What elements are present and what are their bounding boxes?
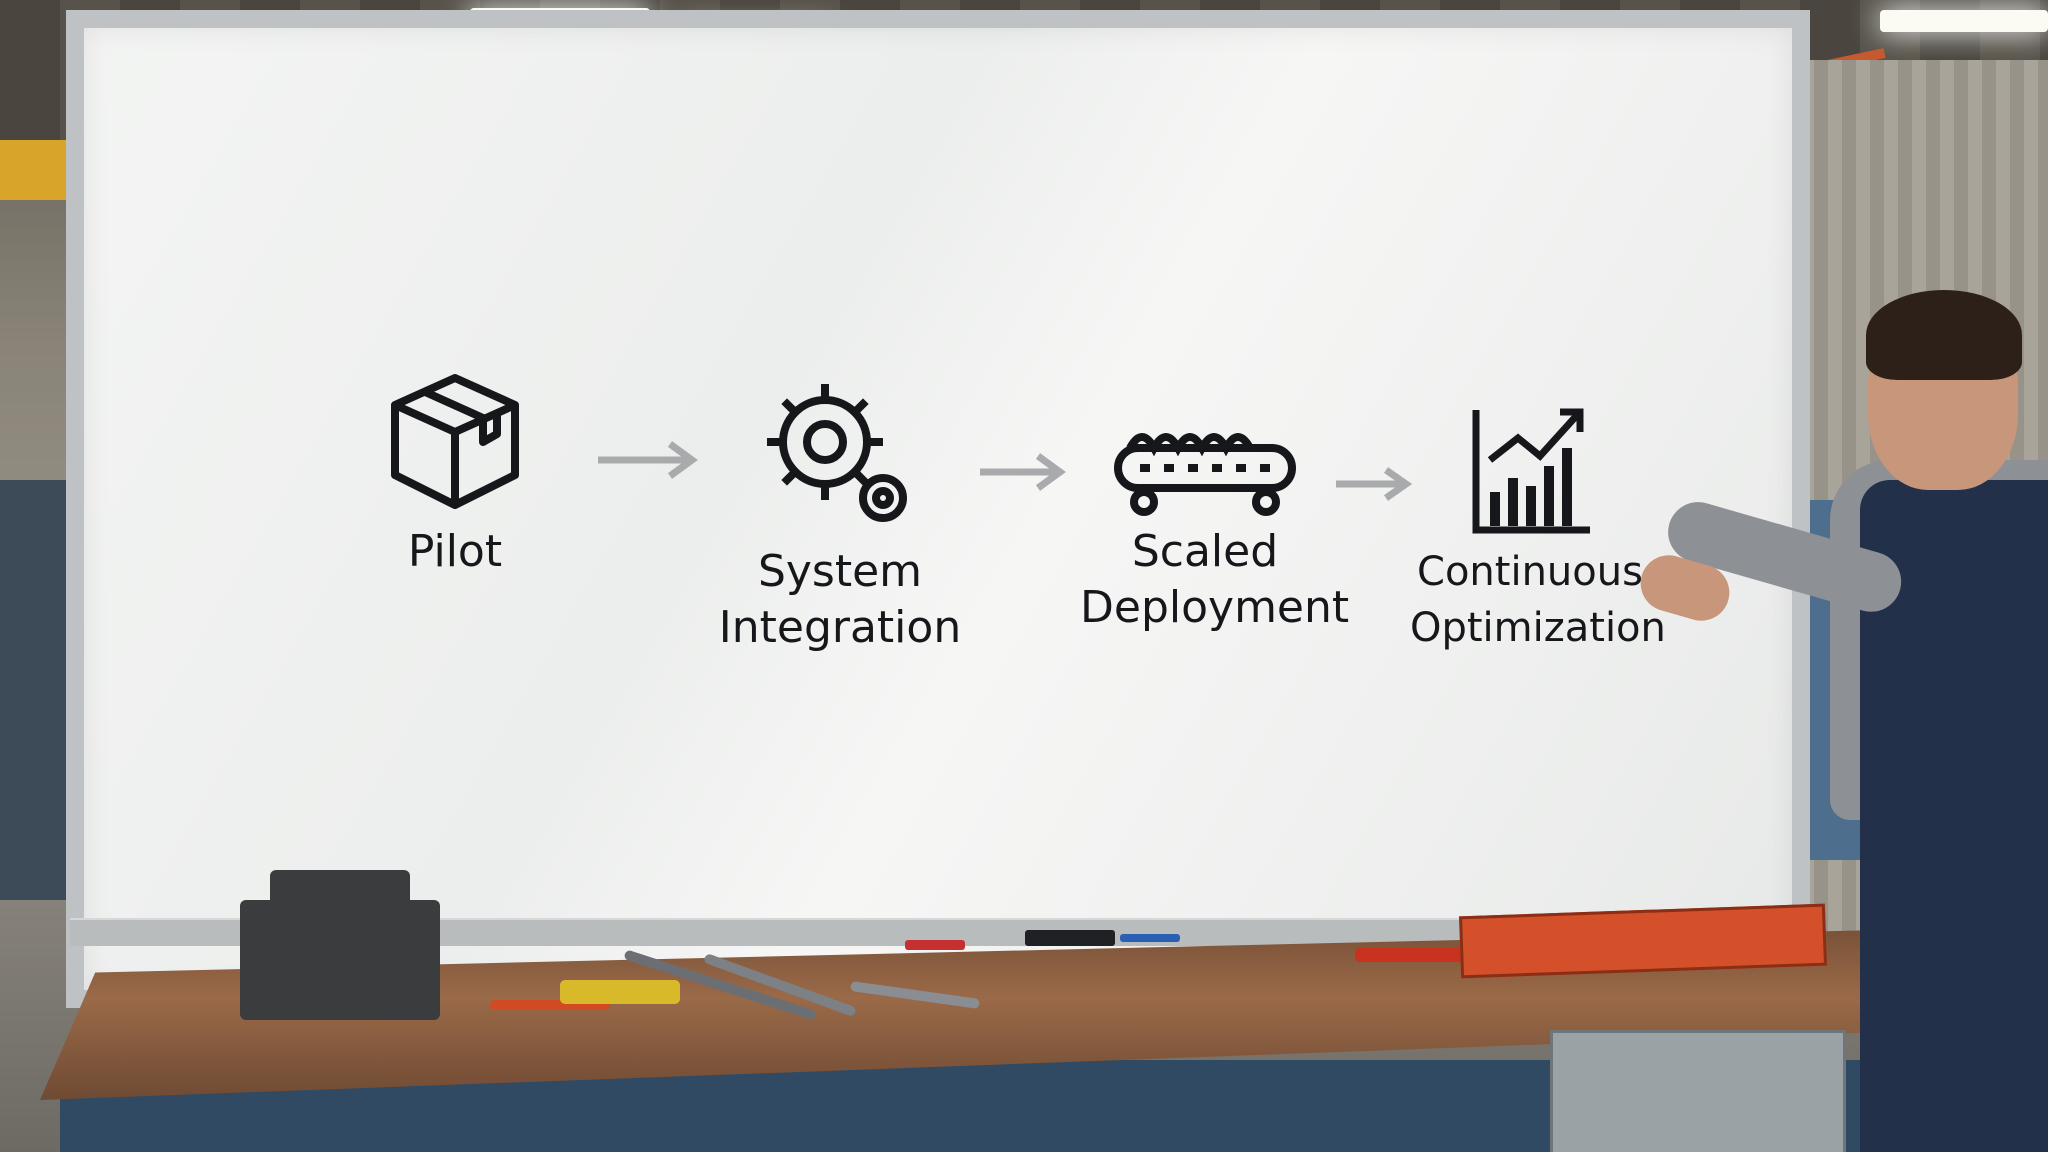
step-label: Scaled bbox=[1131, 526, 1279, 577]
ceiling-light bbox=[1880, 10, 2048, 32]
step-label: Integration bbox=[718, 602, 962, 653]
bench-vise bbox=[240, 900, 440, 1020]
red-toolbox bbox=[1459, 903, 1827, 979]
step-label: Continuous bbox=[1417, 549, 1643, 595]
step-continuous-optimization: Continuous Optimization bbox=[1410, 400, 1666, 656]
step-pilot: Pilot bbox=[340, 360, 570, 580]
eraser bbox=[1025, 930, 1115, 946]
blue-marker bbox=[1120, 934, 1180, 942]
gears-icon bbox=[767, 384, 907, 522]
screwdriver bbox=[490, 1000, 610, 1010]
vise-jaw bbox=[270, 870, 410, 910]
step-label: System bbox=[757, 546, 923, 597]
arrow-right-icon bbox=[598, 441, 698, 479]
conveyor-icon bbox=[1114, 433, 1296, 516]
worker-hair bbox=[1866, 290, 2022, 380]
step-label: Optimization bbox=[1410, 605, 1666, 651]
yellow-crane-beam bbox=[0, 140, 70, 200]
step-label: Pilot bbox=[407, 526, 503, 577]
left-machine bbox=[0, 480, 66, 900]
whiteboard-surface bbox=[84, 28, 1792, 990]
step-label: Deployment bbox=[1080, 582, 1350, 633]
drawer-cabinet bbox=[1550, 1030, 1846, 1152]
red-marker bbox=[905, 940, 965, 950]
arrow-right-icon bbox=[980, 453, 1066, 491]
box-icon bbox=[391, 374, 519, 509]
growth-chart-icon bbox=[1472, 408, 1590, 534]
step-system-integration: System Integration bbox=[700, 370, 980, 656]
whiteboard bbox=[66, 10, 1810, 1008]
arrow-right-icon bbox=[1336, 467, 1413, 501]
tape-measure bbox=[560, 980, 680, 1004]
step-scaled-deployment: Scaled Deployment bbox=[1080, 420, 1350, 636]
